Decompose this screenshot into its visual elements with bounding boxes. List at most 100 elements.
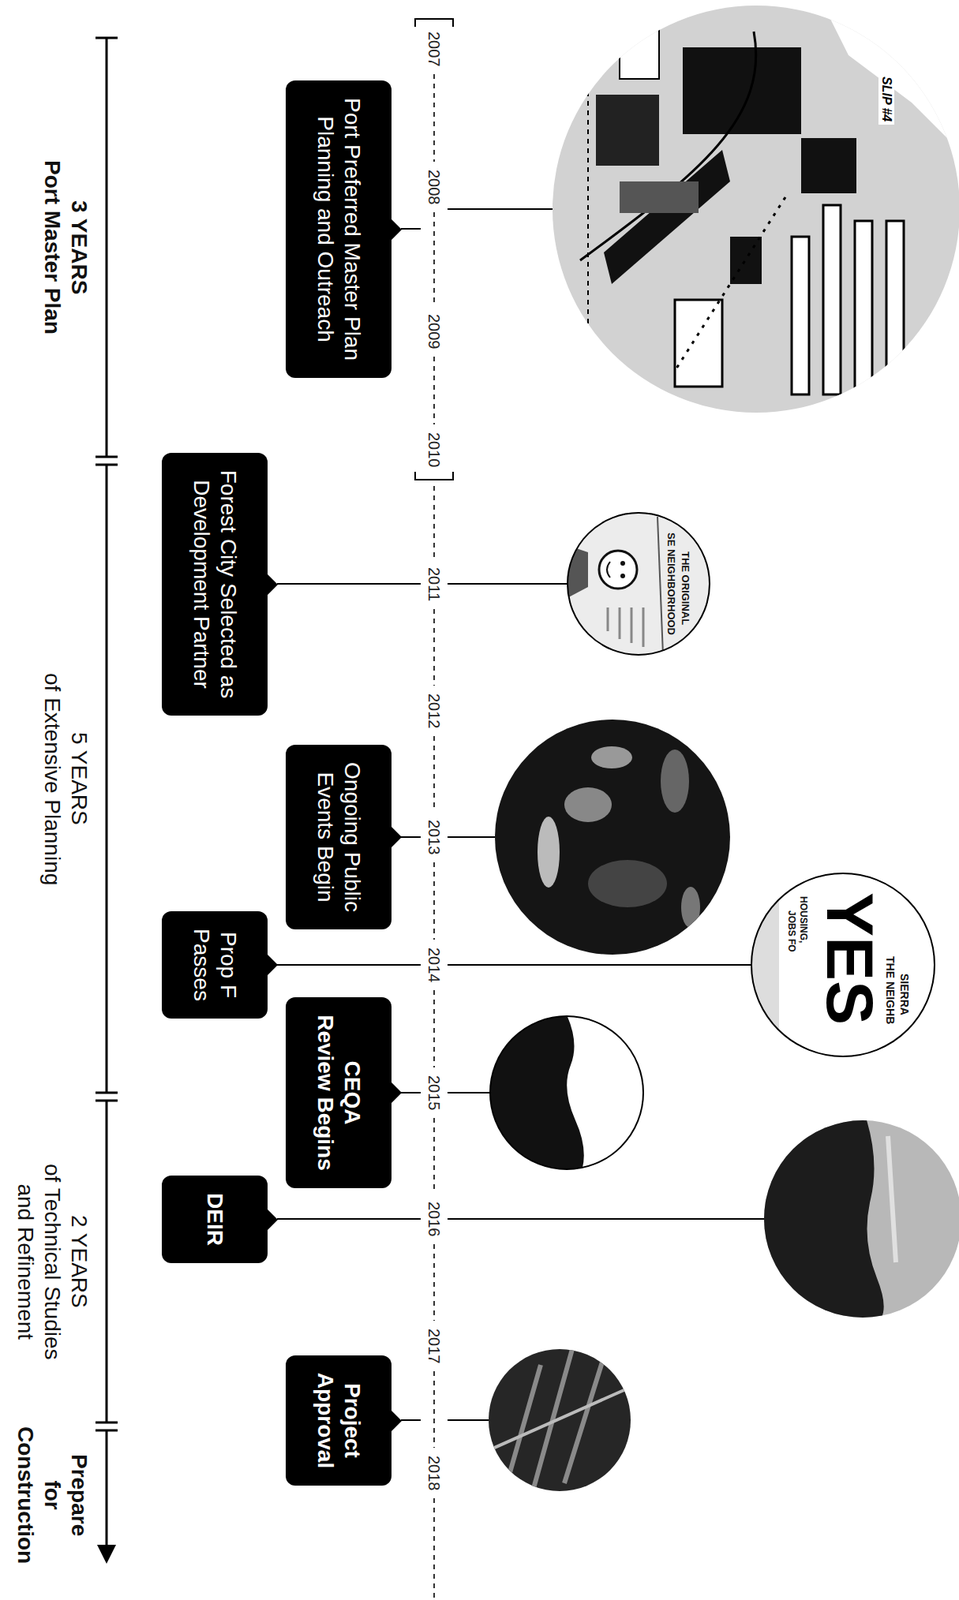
- leader-lines: [447, 1218, 765, 1221]
- photo-text: THE ORIGINAL: [678, 551, 693, 626]
- waterfront-photo: [485, 1010, 652, 1177]
- photo-text: SE NEIGHBORHOOD: [664, 532, 679, 636]
- text-line: SIERRA: [897, 973, 912, 1016]
- crowd-photo: [591, 746, 633, 769]
- text-line: Port Master Plan: [38, 160, 66, 335]
- site-plan-photo: [580, 31, 757, 261]
- text-line: THE NEIGHB: [883, 956, 898, 1025]
- crowd-photo: [660, 749, 690, 813]
- site-plan-photo: [886, 221, 904, 379]
- newspaper-photo: [599, 550, 637, 589]
- text-line: YES: [816, 892, 884, 1026]
- period-label: of Technical Studies and Refinement: [11, 1164, 66, 1361]
- photo-text: HOUSING,: [797, 896, 810, 944]
- year-label: 2008: [424, 169, 444, 206]
- text-line: 2011: [424, 567, 444, 602]
- year-label: 2016: [424, 1202, 444, 1238]
- arrow-head: [97, 1545, 117, 1565]
- year-axis: [433, 1118, 435, 1195]
- box-pointer: [391, 827, 402, 848]
- newspaper-photo: [606, 561, 611, 578]
- year-axis: [433, 862, 435, 941]
- crowd-photo: [485, 710, 738, 971]
- milestone-box: Forest City Selected as Development Part…: [161, 453, 268, 716]
- year-bracket: [415, 472, 454, 480]
- period-braces: [105, 1431, 109, 1549]
- site-plan-photo: [603, 149, 731, 285]
- text-line: Development Partner: [187, 470, 215, 699]
- box-pointer: [391, 219, 402, 240]
- photo-outline: [490, 1016, 644, 1170]
- period-braces: [95, 1430, 118, 1433]
- period-label: 2 YEARS: [65, 1215, 93, 1309]
- period-braces: [95, 464, 118, 467]
- text-line: Project: [338, 1373, 366, 1469]
- leader-lines: [400, 228, 421, 230]
- milestone-text: Port Preferred Master Plan Planning and …: [311, 97, 365, 361]
- photo-text: YES: [816, 892, 884, 1026]
- year-label: 2010: [424, 432, 444, 469]
- site-plan-photo: [823, 205, 841, 395]
- text-line: Port Preferred Master Plan: [338, 97, 366, 361]
- period-label: 5 YEARS: [65, 732, 93, 826]
- milestone-text: Ongoing Public Events Begin: [311, 762, 365, 913]
- period-braces: [95, 1100, 118, 1103]
- year-axis: [433, 990, 435, 1068]
- leader-lines: [400, 836, 421, 839]
- leader-lines: [447, 583, 568, 585]
- crowd-photo: [537, 816, 560, 888]
- year-label: 2007: [424, 31, 444, 68]
- leader-lines: [447, 1092, 491, 1094]
- site-plan-photo: [854, 221, 873, 395]
- year-axis: [433, 1371, 435, 1449]
- text-line: 5 YEARS: [65, 732, 93, 826]
- site-plan-photo: [820, 0, 959, 150]
- waterfront-photo: [485, 1010, 652, 1177]
- newspaper-photo: [556, 505, 715, 664]
- construction-photo: [485, 1389, 628, 1453]
- year-axis: [433, 1498, 435, 1600]
- leader-lines: [400, 1092, 421, 1094]
- box-pointer: [391, 1411, 402, 1432]
- text-line: 3 YEARS: [65, 200, 93, 295]
- milestone-box: Prop F Passes: [161, 911, 268, 1019]
- text-line: 2013: [424, 820, 444, 856]
- text-line: DEIR: [201, 1193, 229, 1247]
- site-plan-photo: [532, 0, 959, 427]
- leader-lines: [447, 964, 752, 967]
- year-axis: [433, 1244, 435, 1322]
- year-label: 2011: [424, 567, 444, 602]
- newspaper-photo: [556, 505, 715, 664]
- text-line: for: [38, 1427, 66, 1565]
- photo-text: SIERRA: [897, 973, 912, 1016]
- milestone-text: CEQA Review Begins: [311, 1015, 365, 1172]
- text-line: 2014: [424, 947, 444, 984]
- period-braces: [95, 1092, 118, 1095]
- site-plan-photo: [532, 0, 959, 427]
- year-axis: [433, 486, 435, 559]
- text-line: Forest City Selected as: [214, 470, 242, 699]
- text-line: and Refinement: [11, 1164, 39, 1361]
- box-pointer: [267, 574, 278, 596]
- site-plan-photo: [730, 236, 762, 285]
- box-text-group: Forest City Selected as Development Part…: [187, 470, 241, 699]
- text-line: Review Begins: [311, 1015, 339, 1172]
- text-line: Ongoing Public: [338, 762, 366, 913]
- period-braces: [105, 1101, 109, 1424]
- box-text-group: CEQA Review Begins: [311, 1015, 365, 1172]
- site-plan-photo: [595, 94, 660, 166]
- leader-lines: [447, 1419, 489, 1422]
- text-line: 2008: [424, 169, 444, 206]
- year-label: 2015: [424, 1075, 444, 1112]
- site-plan-photo: [674, 299, 723, 387]
- campaign-sign-photo: [731, 868, 780, 1066]
- box-text-group: Ongoing Public Events Begin: [311, 762, 365, 913]
- leader-lines: [447, 208, 553, 210]
- photo-text: SLIP #4: [878, 73, 895, 125]
- text-line: of Extensive Planning: [38, 673, 66, 886]
- crowd-photo: [588, 860, 667, 908]
- year-label: 2009: [424, 314, 444, 350]
- period-braces: [105, 37, 109, 458]
- year-bracket: [415, 18, 454, 480]
- milestone-box: Port Preferred Master Plan Planning and …: [285, 80, 392, 379]
